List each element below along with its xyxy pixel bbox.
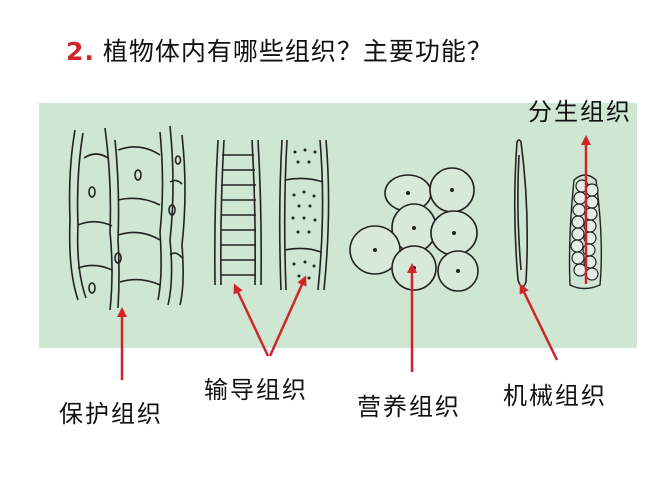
vessel-drawing bbox=[214, 139, 262, 286]
pointer-arrows bbox=[117, 135, 591, 380]
arrow-conducting-1 bbox=[233, 283, 270, 357]
pitted-vessel-drawing bbox=[278, 139, 330, 291]
meristem-cells bbox=[570, 179, 599, 281]
question-text: 植物体内有哪些组织？主要功能？ bbox=[102, 37, 493, 66]
pit-dots bbox=[291, 148, 317, 280]
nutritive-tissue-label: 营养组织 bbox=[357, 393, 461, 421]
protective-tissue-drawing bbox=[68, 125, 186, 311]
parenchyma-drawing bbox=[349, 167, 479, 292]
slide-title: 2.植物体内有哪些组织？主要功能？ bbox=[66, 32, 493, 68]
protective-tissue-label: 保护组织 bbox=[59, 400, 163, 428]
meristematic-tissue-label: 分生组织 bbox=[528, 98, 632, 126]
mechanical-tissue-label: 机械组织 bbox=[503, 382, 607, 410]
meristem-drawing bbox=[568, 174, 603, 290]
conducting-tissue-label: 输导组织 bbox=[204, 376, 308, 404]
fiber-drawing bbox=[513, 139, 529, 288]
question-number: 2. bbox=[66, 37, 95, 66]
illustration-panel bbox=[39, 103, 637, 348]
arrow-conducting-2 bbox=[268, 275, 307, 357]
arrow-mechanical bbox=[519, 283, 559, 361]
